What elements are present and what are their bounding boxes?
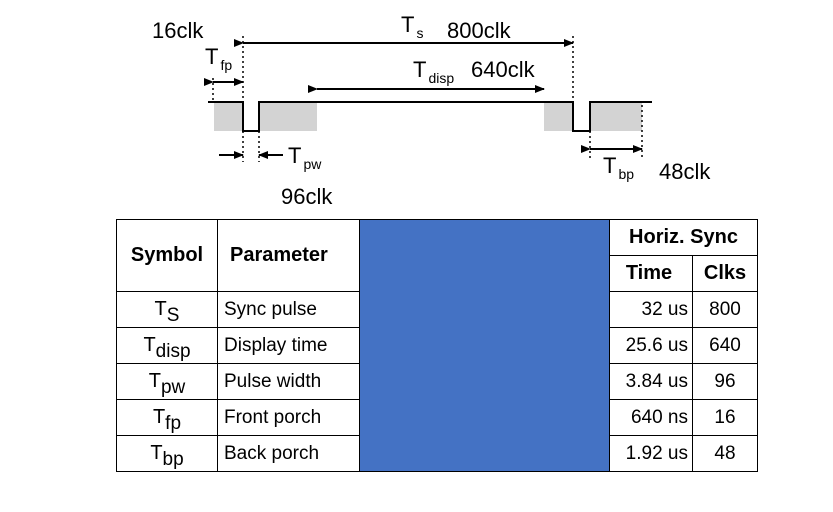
symbol-subscript: s: [416, 25, 424, 41]
symbol-subscript: bp: [162, 448, 184, 470]
bp-clk-label: 48clk: [659, 159, 711, 184]
symbol-t: T: [205, 44, 219, 69]
clks-cell: 48: [692, 435, 758, 472]
symbol-subscript: bp: [618, 166, 635, 182]
symbol-t: T: [148, 369, 161, 392]
symbol-cell: Tfp: [116, 399, 218, 436]
header-clks: Clks: [692, 255, 758, 292]
header-row: Symbol Parameter Horiz. Sync: [116, 219, 758, 472]
front-porch-region-left: [214, 102, 243, 131]
parameter-cell: Back porch: [217, 435, 360, 472]
symbol-subscript: pw: [160, 376, 186, 398]
time-cell: 3.84 us: [609, 363, 693, 400]
symbol-subscript: disp: [155, 340, 191, 362]
disp-clk-label: 640clk: [471, 57, 535, 82]
symbol-t: T: [288, 143, 302, 168]
header-horiz-sync: Horiz. Sync: [609, 219, 758, 256]
symbol-t: T: [143, 333, 156, 356]
clks-cell: 96: [692, 363, 758, 400]
sync-waveform: [208, 101, 652, 132]
back-porch-region-right: [590, 102, 642, 131]
symbol-t: T: [413, 57, 427, 82]
symbol-t: T: [152, 405, 166, 428]
symbol-subscript: disp: [428, 70, 455, 86]
table-row: Tbp Back porch 1.92 us 48: [116, 435, 758, 472]
time-cell: 640 ns: [609, 399, 693, 436]
symbol-t: T: [154, 297, 167, 320]
front-porch-region-right: [544, 102, 573, 131]
symbol-subscript: fp: [165, 412, 182, 434]
time-cell: 1.92 us: [609, 435, 693, 472]
symbol-cell: TS: [116, 291, 218, 328]
header-symbol: Symbol: [116, 219, 218, 292]
time-cell: 32 us: [609, 291, 693, 328]
timing-table: Symbol Parameter Horiz. Sync Time Clks T…: [116, 219, 758, 472]
table-row: TS Sync pulse 32 us 800: [116, 291, 758, 328]
pw-clk-label: 96clk: [281, 184, 333, 209]
header-time: Time: [609, 255, 693, 292]
symbol-cell: Tbp: [116, 435, 218, 472]
parameter-cell: Pulse width: [217, 363, 360, 400]
back-porch-region-left: [259, 102, 317, 131]
clks-cell: 16: [692, 399, 758, 436]
table-row: Tdisp Display time 25.6 us 640: [116, 327, 758, 364]
parameter-cell: Front porch: [217, 399, 360, 436]
symbol-t: T: [150, 441, 163, 464]
symbol-subscript: S: [166, 304, 180, 326]
clks-cell: 800: [692, 291, 758, 328]
parameter-cell: Sync pulse: [217, 291, 360, 328]
symbol-t: T: [603, 153, 617, 178]
s-clk-label: 800clk: [447, 18, 511, 43]
header-parameter: Parameter: [217, 219, 360, 292]
timing-diagram: [204, 36, 652, 162]
clks-cell: 640: [692, 327, 758, 364]
symbol-cell: Tdisp: [116, 327, 218, 364]
symbol-subscript: fp: [220, 57, 233, 73]
blue-block: [359, 219, 610, 472]
time-cell: 25.6 us: [609, 327, 693, 364]
symbol-cell: Tpw: [116, 363, 218, 400]
fp-clk-label: 16clk: [152, 18, 204, 43]
symbol-subscript: pw: [303, 156, 322, 172]
parameter-cell: Display time: [217, 327, 360, 364]
table-row: Tfp Front porch 640 ns 16: [116, 399, 758, 436]
table-row: Tpw Pulse width 3.84 us 96: [116, 363, 758, 400]
symbol-t: T: [401, 12, 415, 37]
